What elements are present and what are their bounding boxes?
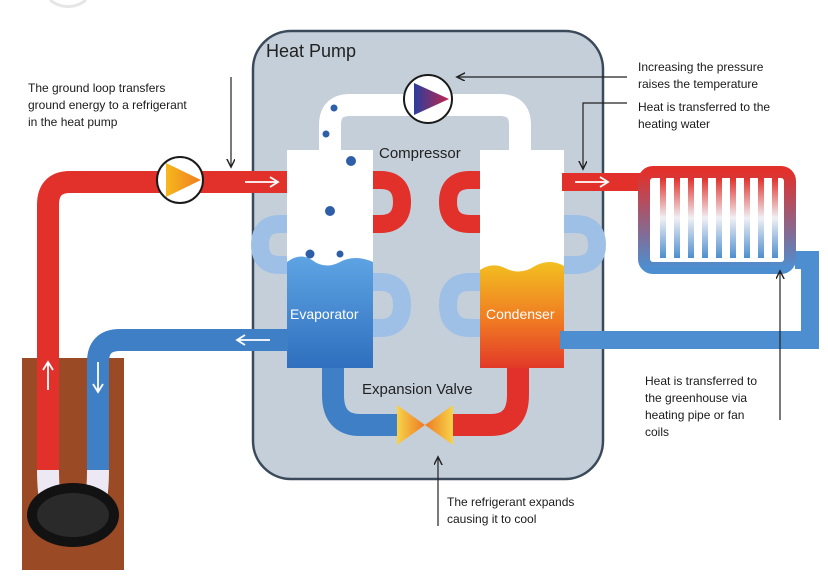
evaporator-vessel [287, 104, 373, 368]
compressor-icon [403, 74, 453, 124]
condenser-label: Condenser [486, 306, 555, 322]
heating-water-annotation: Heat is transferred to the heating water [638, 100, 771, 131]
evaporator-label: Evaporator [290, 306, 359, 322]
heat-pump-title: Heat Pump [266, 41, 357, 61]
pressure-annotation: Increasing the pressure raises the tempe… [638, 60, 764, 91]
ground-loop-pump-icon [156, 156, 204, 204]
radiator [638, 166, 796, 274]
condenser-coil [438, 171, 607, 337]
compressor-label: Compressor [379, 145, 461, 162]
expansion-valve-pipe [322, 368, 529, 436]
flow-arrows [42, 176, 610, 394]
expansion-valve-icon [397, 405, 453, 445]
greenhouse-annotation: Heat is transferred to the greenhouse vi… [645, 374, 758, 439]
borehole-bottom-blob [27, 483, 119, 547]
corner-ring [49, 0, 87, 8]
condenser-vessel [480, 150, 564, 368]
ground-loop-annotation: The ground loop transfers ground energy … [28, 81, 187, 129]
expansion-valve-label: Expansion Valve [362, 381, 473, 398]
pointer-arrows [231, 77, 780, 526]
evaporator-coil [250, 171, 412, 337]
heating-return-pipe [560, 251, 819, 349]
expands-annotation: The refrigerant expands causing it to co… [447, 495, 575, 526]
